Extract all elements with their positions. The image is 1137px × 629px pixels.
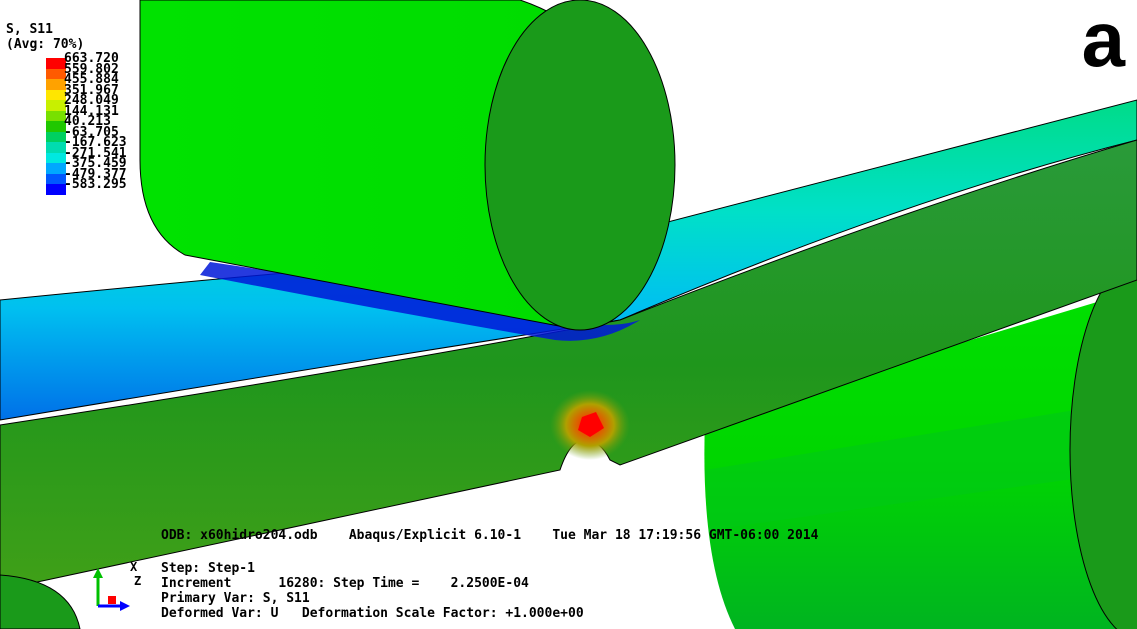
stress-core — [578, 412, 604, 437]
axis-x-label: X — [130, 560, 138, 574]
step-info: Step: Step-1 Increment 16280: Step Time … — [161, 561, 584, 621]
legend-swatch — [46, 142, 66, 153]
deformed-var-line: Deformed Var: U Deformation Scale Factor… — [161, 606, 584, 621]
legend-swatch — [46, 68, 66, 79]
legend-value: 559.802 — [64, 61, 119, 77]
legend-value: -479.377 — [64, 166, 127, 182]
legend-value: -271.541 — [64, 145, 127, 161]
axis-z-label: Z — [134, 574, 142, 588]
legend-value: 248.049 — [64, 93, 119, 108]
legend-swatch — [46, 79, 66, 90]
legend-swatch — [46, 89, 66, 100]
legend-row: -479.377 — [6, 167, 127, 184]
legend-swatch — [46, 152, 66, 163]
legend-row: -167.623 — [6, 135, 127, 153]
step-line: Step: Step-1 — [161, 561, 255, 576]
primary-var-line: Primary Var: S, S11 — [161, 591, 310, 606]
legend-value: -375.459 — [64, 156, 127, 171]
legend-value: -583.295 — [64, 177, 127, 192]
axis-triad: X Z — [90, 560, 150, 620]
legend-row: 248.049 — [6, 93, 119, 111]
legend-row: -271.541 — [6, 146, 127, 163]
legend-value: 455.884 — [64, 72, 119, 87]
legend-value: 40.213 — [64, 114, 111, 129]
legend-swatch — [46, 100, 66, 111]
legend-row: -375.459 — [6, 156, 127, 174]
triad-icon — [93, 568, 130, 611]
legend-row: 144.131 — [6, 104, 119, 121]
legend-swatch — [46, 173, 66, 184]
roller-bottom-right-end — [1069, 259, 1137, 629]
odb-info-line: ODB: x60hidro204.odb Abaqus/Explicit 6.1… — [161, 528, 819, 543]
legend-subtitle: (Avg: 70%) — [6, 37, 85, 52]
legend-value: 663.720 — [64, 51, 119, 66]
legend-row: 559.802 — [6, 62, 119, 79]
legend-value: 351.967 — [64, 82, 119, 98]
legend-swatch — [46, 184, 66, 195]
legend-row: 663.720 — [6, 51, 119, 69]
panel-label: a — [1073, 0, 1129, 80]
legend-value: -167.623 — [64, 135, 127, 150]
legend-row: 40.213 — [6, 114, 111, 132]
legend-swatch — [46, 121, 66, 132]
legend-title: S, S11 — [6, 22, 53, 37]
legend-value: -63.705 — [64, 124, 119, 140]
increment-line: Increment 16280: Step Time = 2.2500E-04 — [161, 576, 529, 591]
legend-row: 455.884 — [6, 72, 119, 90]
roller-bottom-left[interactable] — [0, 574, 81, 629]
roller-bottom-right-band — [705, 400, 1137, 530]
legend-swatch — [46, 58, 66, 69]
legend-swatch — [46, 163, 66, 174]
legend-value: 144.131 — [64, 103, 119, 119]
contact-compression-band — [200, 262, 640, 341]
legend-swatch — [46, 110, 66, 121]
roller-top-end — [484, 0, 676, 331]
legend-row: -63.705 — [6, 125, 119, 142]
legend-row: -583.295 — [6, 177, 127, 195]
legend-row: 351.967 — [6, 83, 119, 100]
legend-swatch — [46, 131, 66, 142]
